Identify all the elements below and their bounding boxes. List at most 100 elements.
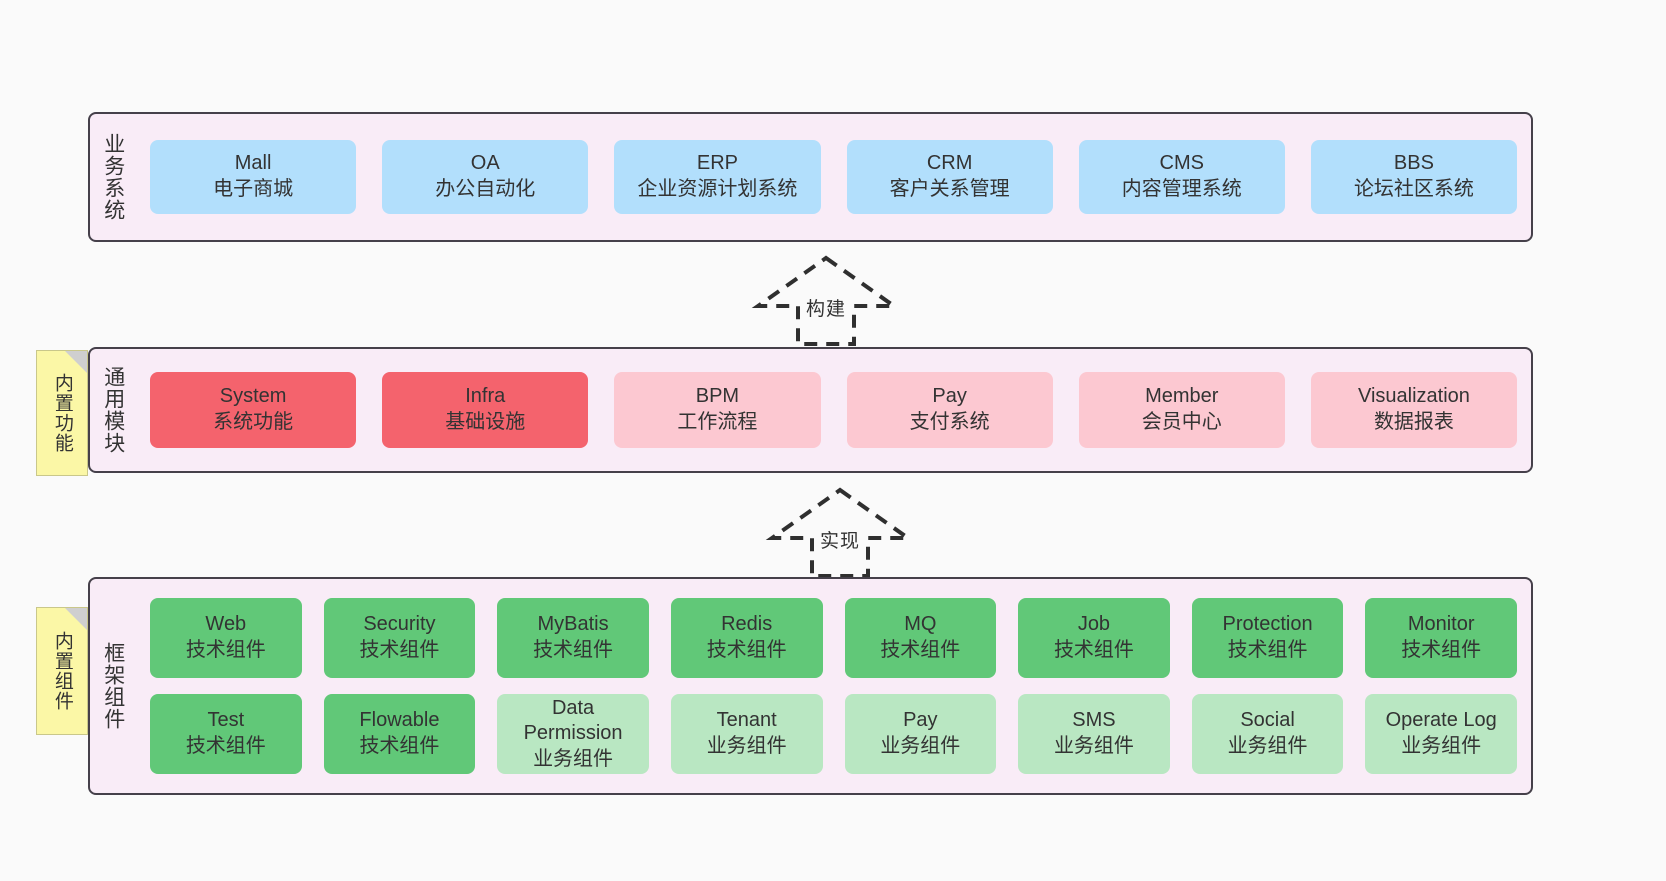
card-cms[interactable]: CMS 内容管理系统: [1078, 140, 1285, 214]
card-title-cn: 技术组件: [1401, 639, 1482, 661]
connector-implement: 实现: [740, 480, 940, 585]
card-bpm[interactable]: BPM 工作流程: [614, 372, 821, 448]
layer-common-modules: 通用模块 System 系统功能 Infra 基础设施 BPM 工作流程 Pay…: [88, 347, 1533, 473]
card-title-en: System: [219, 385, 287, 408]
layer-business-systems: 业务系统 Mall 电子商城 OA 办公自动化 ERP 企业资源计划系统 CRM…: [88, 112, 1533, 242]
dashed-generalization-arrow-icon: [751, 255, 901, 346]
card-social[interactable]: Social 业务组件: [1191, 694, 1344, 774]
framework-card-row-business: Test 技术组件 Flowable 技术组件 Data Permission …: [150, 694, 1517, 774]
sticky-note-label: 内置组件: [51, 631, 73, 711]
card-title-en: MQ: [904, 613, 937, 636]
sticky-note-builtin-features: 内置功能: [36, 350, 88, 476]
card-bbs[interactable]: BBS 论坛社区系统: [1310, 140, 1518, 214]
card-title-en: Mall: [234, 152, 272, 175]
card-title-en: Tenant: [716, 709, 777, 732]
card-test[interactable]: Test 技术组件: [150, 694, 302, 774]
card-title-en: SMS: [1072, 709, 1116, 732]
card-title-cn: 技术组件: [359, 639, 440, 661]
layer-modules-body: System 系统功能 Infra 基础设施 BPM 工作流程 Pay 支付系统…: [136, 349, 1531, 471]
card-title-en: OA: [470, 152, 500, 175]
card-pay-component[interactable]: Pay 业务组件: [844, 694, 997, 774]
card-job[interactable]: Job 技术组件: [1018, 598, 1170, 678]
card-title-cn: 业务组件: [533, 747, 614, 770]
sticky-note-builtin-components: 内置组件: [36, 607, 88, 735]
layer-framework-body: Web 技术组件 Security 技术组件 MyBatis 技术组件 Redi…: [136, 579, 1531, 793]
card-mybatis[interactable]: MyBatis 技术组件: [497, 598, 649, 678]
card-title-en: Test: [207, 709, 245, 732]
card-title-cn: 技术组件: [185, 639, 266, 661]
card-title-cn: 办公自动化: [435, 178, 536, 200]
layer-business-title: 业务系统: [101, 133, 125, 221]
card-erp[interactable]: ERP 企业资源计划系统: [614, 140, 821, 214]
layer-business-body: Mall 电子商城 OA 办公自动化 ERP 企业资源计划系统 CRM 客户关系…: [136, 114, 1531, 240]
connector-build-label: 构建: [805, 299, 846, 320]
card-title-en: Data Permission: [523, 696, 623, 745]
card-title-en: CMS: [1159, 152, 1204, 175]
card-title-cn: 企业资源计划系统: [637, 178, 798, 200]
card-title-cn: 客户关系管理: [889, 178, 1010, 200]
card-title-cn: 会员中心: [1141, 411, 1222, 433]
card-title-cn: 业务组件: [1401, 735, 1482, 757]
card-monitor[interactable]: Monitor 技术组件: [1365, 598, 1517, 678]
card-title-en: ERP: [696, 152, 738, 175]
card-member[interactable]: Member 会员中心: [1078, 372, 1285, 448]
card-title-en: Redis: [721, 613, 773, 636]
card-title-cn: 技术组件: [880, 639, 961, 661]
connector-build: 构建: [726, 248, 926, 353]
card-title-en: Infra: [465, 385, 506, 408]
card-title-en: BPM: [695, 385, 740, 408]
card-web[interactable]: Web 技术组件: [150, 598, 302, 678]
card-title-cn: 技术组件: [359, 735, 440, 757]
card-system[interactable]: System 系统功能: [150, 372, 357, 448]
card-title-en: Operate Log: [1385, 709, 1497, 732]
card-title-en: MyBatis: [537, 613, 609, 636]
dashed-generalization-arrow-icon: [765, 487, 915, 578]
card-oa[interactable]: OA 办公自动化: [382, 140, 589, 214]
card-title-en: Monitor: [1407, 613, 1475, 636]
card-title-cn: 数据报表: [1373, 411, 1454, 433]
card-title-en: Protection: [1222, 613, 1313, 636]
layer-modules-title: 通用模块: [101, 366, 125, 454]
card-pay-module[interactable]: Pay 支付系统: [846, 372, 1053, 448]
card-mq[interactable]: MQ 技术组件: [844, 598, 997, 678]
card-title-en: Social: [1240, 709, 1295, 732]
card-data-permission[interactable]: Data Permission 业务组件: [497, 694, 649, 774]
card-title-en: Pay: [903, 709, 938, 732]
card-title-en: Web: [205, 613, 247, 636]
card-title-cn: 电子商城: [213, 178, 294, 200]
card-title-cn: 业务组件: [706, 735, 787, 757]
business-card-row: Mall 电子商城 OA 办公自动化 ERP 企业资源计划系统 CRM 客户关系…: [150, 140, 1518, 214]
card-title-cn: 工作流程: [677, 411, 758, 433]
connector-implement-label: 实现: [819, 531, 860, 552]
card-title-cn: 支付系统: [909, 411, 990, 433]
card-title-en: BBS: [1393, 152, 1434, 175]
card-protection[interactable]: Protection 技术组件: [1191, 598, 1344, 678]
card-title-cn: 论坛社区系统: [1353, 178, 1474, 200]
layer-framework-title: 框架组件: [101, 642, 125, 730]
card-title-cn: 内容管理系统: [1121, 178, 1242, 200]
card-title-cn: 技术组件: [533, 639, 614, 661]
sticky-note-label: 内置功能: [51, 373, 73, 453]
card-operate-log[interactable]: Operate Log 业务组件: [1365, 694, 1517, 774]
card-title-cn: 技术组件: [1053, 639, 1134, 661]
card-security[interactable]: Security 技术组件: [323, 598, 476, 678]
modules-card-row: System 系统功能 Infra 基础设施 BPM 工作流程 Pay 支付系统…: [150, 372, 1518, 448]
card-flowable[interactable]: Flowable 技术组件: [323, 694, 476, 774]
card-title-cn: 业务组件: [880, 735, 961, 757]
card-title-en: Security: [363, 613, 436, 636]
card-title-cn: 业务组件: [1227, 735, 1308, 757]
card-redis[interactable]: Redis 技术组件: [670, 598, 823, 678]
card-mall[interactable]: Mall 电子商城: [150, 140, 357, 214]
card-infra[interactable]: Infra 基础设施: [382, 372, 589, 448]
card-title-cn: 基础设施: [445, 411, 526, 433]
card-title-en: Pay: [932, 385, 967, 408]
card-title-en: Job: [1077, 613, 1111, 636]
card-visualization[interactable]: Visualization 数据报表: [1310, 372, 1518, 448]
card-title-cn: 技术组件: [1227, 639, 1308, 661]
card-tenant[interactable]: Tenant 业务组件: [670, 694, 823, 774]
card-sms[interactable]: SMS 业务组件: [1018, 694, 1170, 774]
card-title-cn: 技术组件: [185, 735, 266, 757]
card-title-en: Flowable: [359, 709, 440, 732]
card-crm[interactable]: CRM 客户关系管理: [846, 140, 1053, 214]
framework-card-row-tech: Web 技术组件 Security 技术组件 MyBatis 技术组件 Redi…: [150, 598, 1517, 678]
